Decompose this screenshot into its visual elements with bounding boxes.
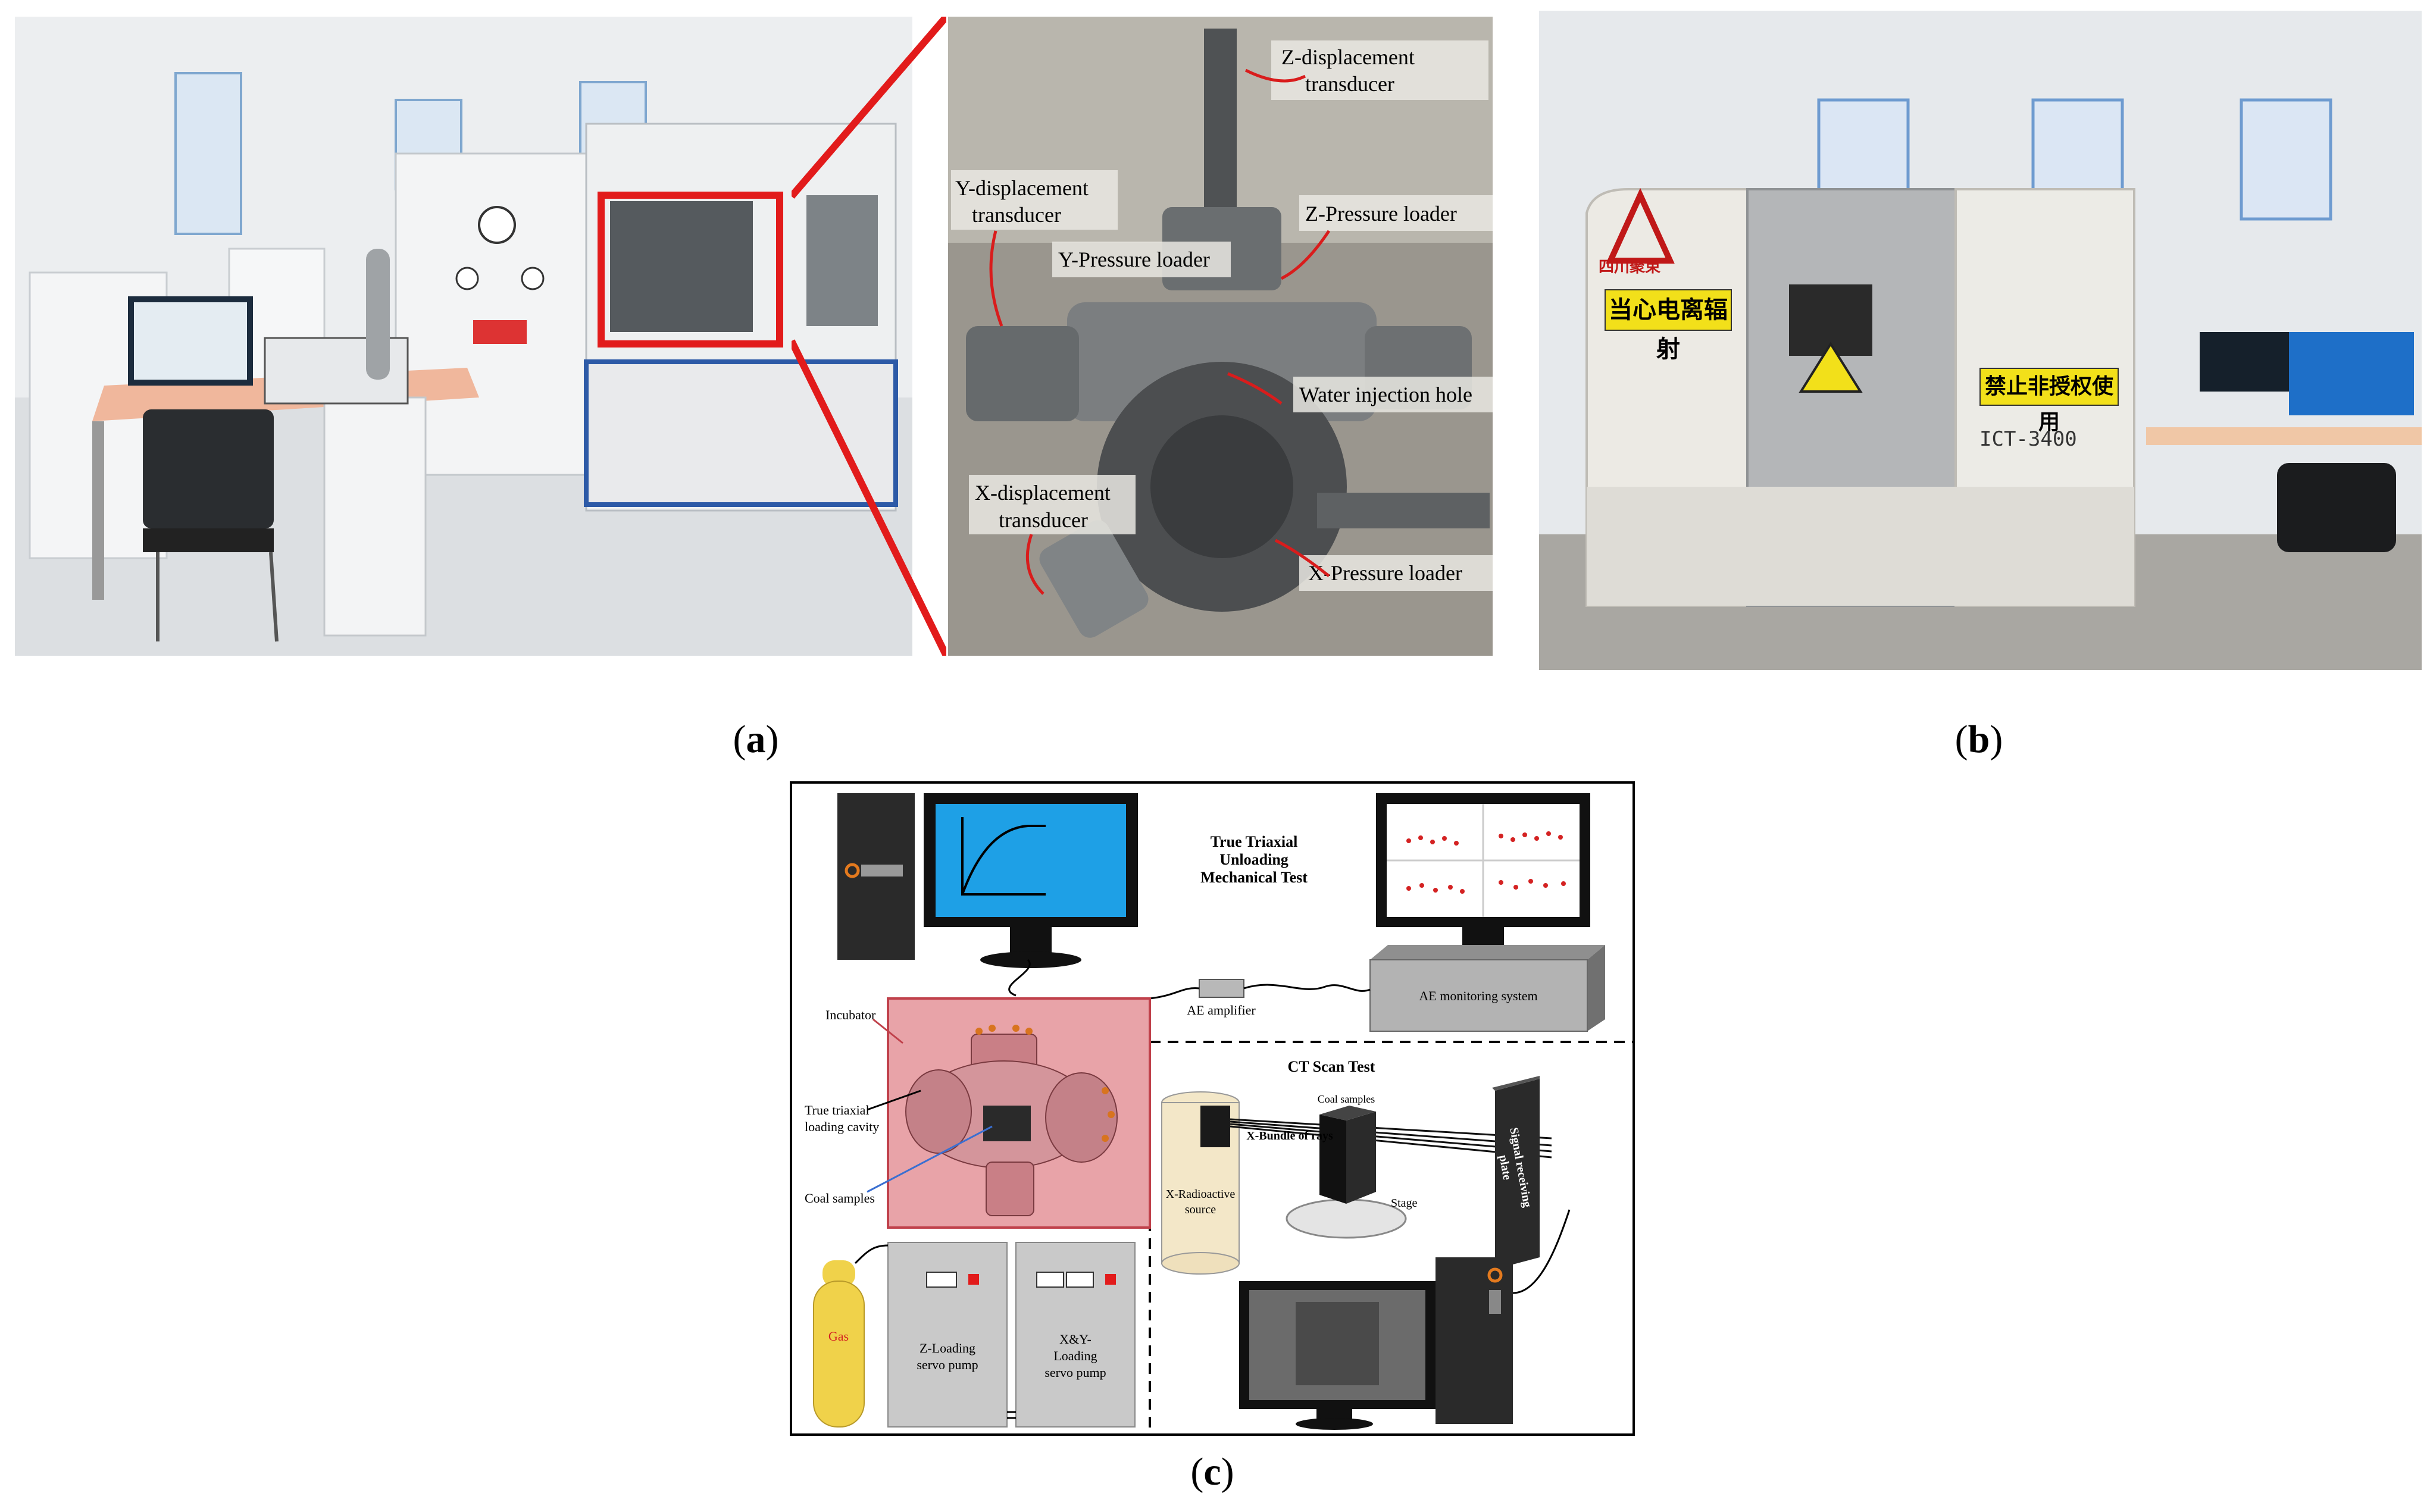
title-ct-scan-test: CT Scan Test xyxy=(1288,1058,1375,1075)
caption-a-letter: a xyxy=(746,718,766,761)
label-coal-samples-left: Coal samples xyxy=(805,1191,875,1206)
label-x-bundle: X-Bundle of rays xyxy=(1246,1129,1333,1142)
scanner-model-text: ICT-3400 xyxy=(1979,427,2077,451)
caption-c-letter: c xyxy=(1203,1450,1221,1494)
caption-b: (b) xyxy=(1919,717,2038,762)
monitor-stress-curve xyxy=(924,793,1138,968)
label-y-displacement: Y-displacement xyxy=(955,176,1089,200)
incubator-box xyxy=(887,997,1151,1229)
label-xy-pump-2: Loading xyxy=(1053,1348,1097,1363)
scanner-logo-text: 四川聚束 xyxy=(1599,255,1660,277)
xy-loading-servo-pump xyxy=(1015,1242,1136,1428)
lab-photo-a xyxy=(15,17,912,656)
signal-receiving-plate xyxy=(1492,1076,1540,1269)
label-x-displacement-2: transducer xyxy=(999,508,1088,532)
label-y-pressure-loader: Y-Pressure loader xyxy=(1058,248,1210,271)
pc-tower-left xyxy=(837,793,915,960)
warning-sign-radiation: 当心电离辐射 xyxy=(1605,289,1732,363)
label-source-1: X-Radioactive xyxy=(1166,1188,1236,1201)
label-z-pump-1: Z-Loading xyxy=(920,1341,975,1356)
ae-monitoring-system-box xyxy=(1369,945,1605,1032)
title-true-triaxial-3: Mechanical Test xyxy=(1200,869,1308,886)
caption-c: (c) xyxy=(1153,1450,1272,1495)
gas-cylinder xyxy=(813,1260,865,1428)
ct-monitor xyxy=(1239,1281,1436,1430)
ct-stage-and-sample xyxy=(1286,1106,1407,1239)
warning-sign-unauthorized: 禁止非授权使用 xyxy=(1979,368,2119,434)
logo-caption: 四川聚束 xyxy=(1599,258,1661,276)
caption-b-open: ( xyxy=(1954,718,1968,761)
label-cavity-2: loading cavity xyxy=(805,1119,879,1134)
label-ae-monitoring-system: AE monitoring system xyxy=(1419,988,1537,1003)
label-ae-amplifier: AE amplifier xyxy=(1187,1003,1256,1018)
label-source-2: source xyxy=(1185,1203,1216,1216)
scanner-model-label: ICT-3400 xyxy=(1979,427,2077,451)
caption-a-close: ) xyxy=(765,718,779,761)
schematic-panel-c: True Triaxial Unloading Mechanical Test … xyxy=(790,781,1635,1436)
label-incubator: Incubator xyxy=(825,1007,876,1022)
label-z-displacement-2: transducer xyxy=(1305,72,1394,96)
label-xy-pump-3: servo pump xyxy=(1044,1365,1106,1380)
caption-a-open: ( xyxy=(733,718,746,761)
zoom-label-layer: Z-displacement transducer Y-displacement… xyxy=(951,40,1493,595)
ct-divider xyxy=(1149,1041,1632,1433)
label-gas: Gas xyxy=(828,1329,849,1344)
caption-b-letter: b xyxy=(1968,718,1990,761)
label-water-injection-hole: Water injection hole xyxy=(1299,383,1472,406)
ct-scanner-illustration xyxy=(1539,11,2422,670)
ct-pc-tower xyxy=(1436,1257,1513,1424)
unauthorized-sign-text: 禁止非授权使用 xyxy=(1984,374,2113,434)
z-loading-servo-pump xyxy=(887,1242,1008,1428)
caption-b-close: ) xyxy=(1990,718,2003,761)
label-x-pressure-loader: X-Pressure loader xyxy=(1308,561,1462,585)
schematic-diagram: True Triaxial Unloading Mechanical Test … xyxy=(790,781,1635,1436)
label-y-displacement-2: transducer xyxy=(972,203,1061,227)
ct-scanner-photo-b: 当心电离辐射 禁止非授权使用 ICT-3400 四川聚束 xyxy=(1539,11,2422,670)
x-radioactive-source xyxy=(1161,1091,1240,1275)
label-xy-pump-1: X&Y- xyxy=(1059,1332,1092,1347)
title-true-triaxial-2: Unloading xyxy=(1219,851,1289,868)
caption-c-open: ( xyxy=(1190,1450,1204,1494)
warning-sign-text: 当心电离辐射 xyxy=(1609,296,1728,363)
zoom-pointer-arrows xyxy=(989,68,1331,595)
label-z-pump-2: servo pump xyxy=(917,1357,978,1372)
zoom-connector-lines xyxy=(792,17,946,656)
label-x-displacement: X-displacement xyxy=(975,481,1111,505)
title-true-triaxial-1: True Triaxial xyxy=(1211,833,1298,850)
label-coal-samples-ct: Coal samples xyxy=(1318,1093,1375,1105)
zoom-photo-loading-cell: Z-displacement transducer Y-displacement… xyxy=(948,17,1493,656)
lab-equipment-illustration xyxy=(15,17,912,656)
caption-a: (a) xyxy=(696,717,815,762)
label-stage: Stage xyxy=(1391,1197,1418,1210)
label-z-pressure-loader: Z-Pressure loader xyxy=(1305,202,1457,226)
monitor-ae-scatter xyxy=(1376,793,1590,961)
label-cavity-1: True triaxial xyxy=(805,1103,870,1117)
ae-amplifier-device xyxy=(1199,979,1244,998)
label-z-displacement: Z-displacement xyxy=(1281,45,1415,69)
caption-c-close: ) xyxy=(1221,1450,1234,1494)
